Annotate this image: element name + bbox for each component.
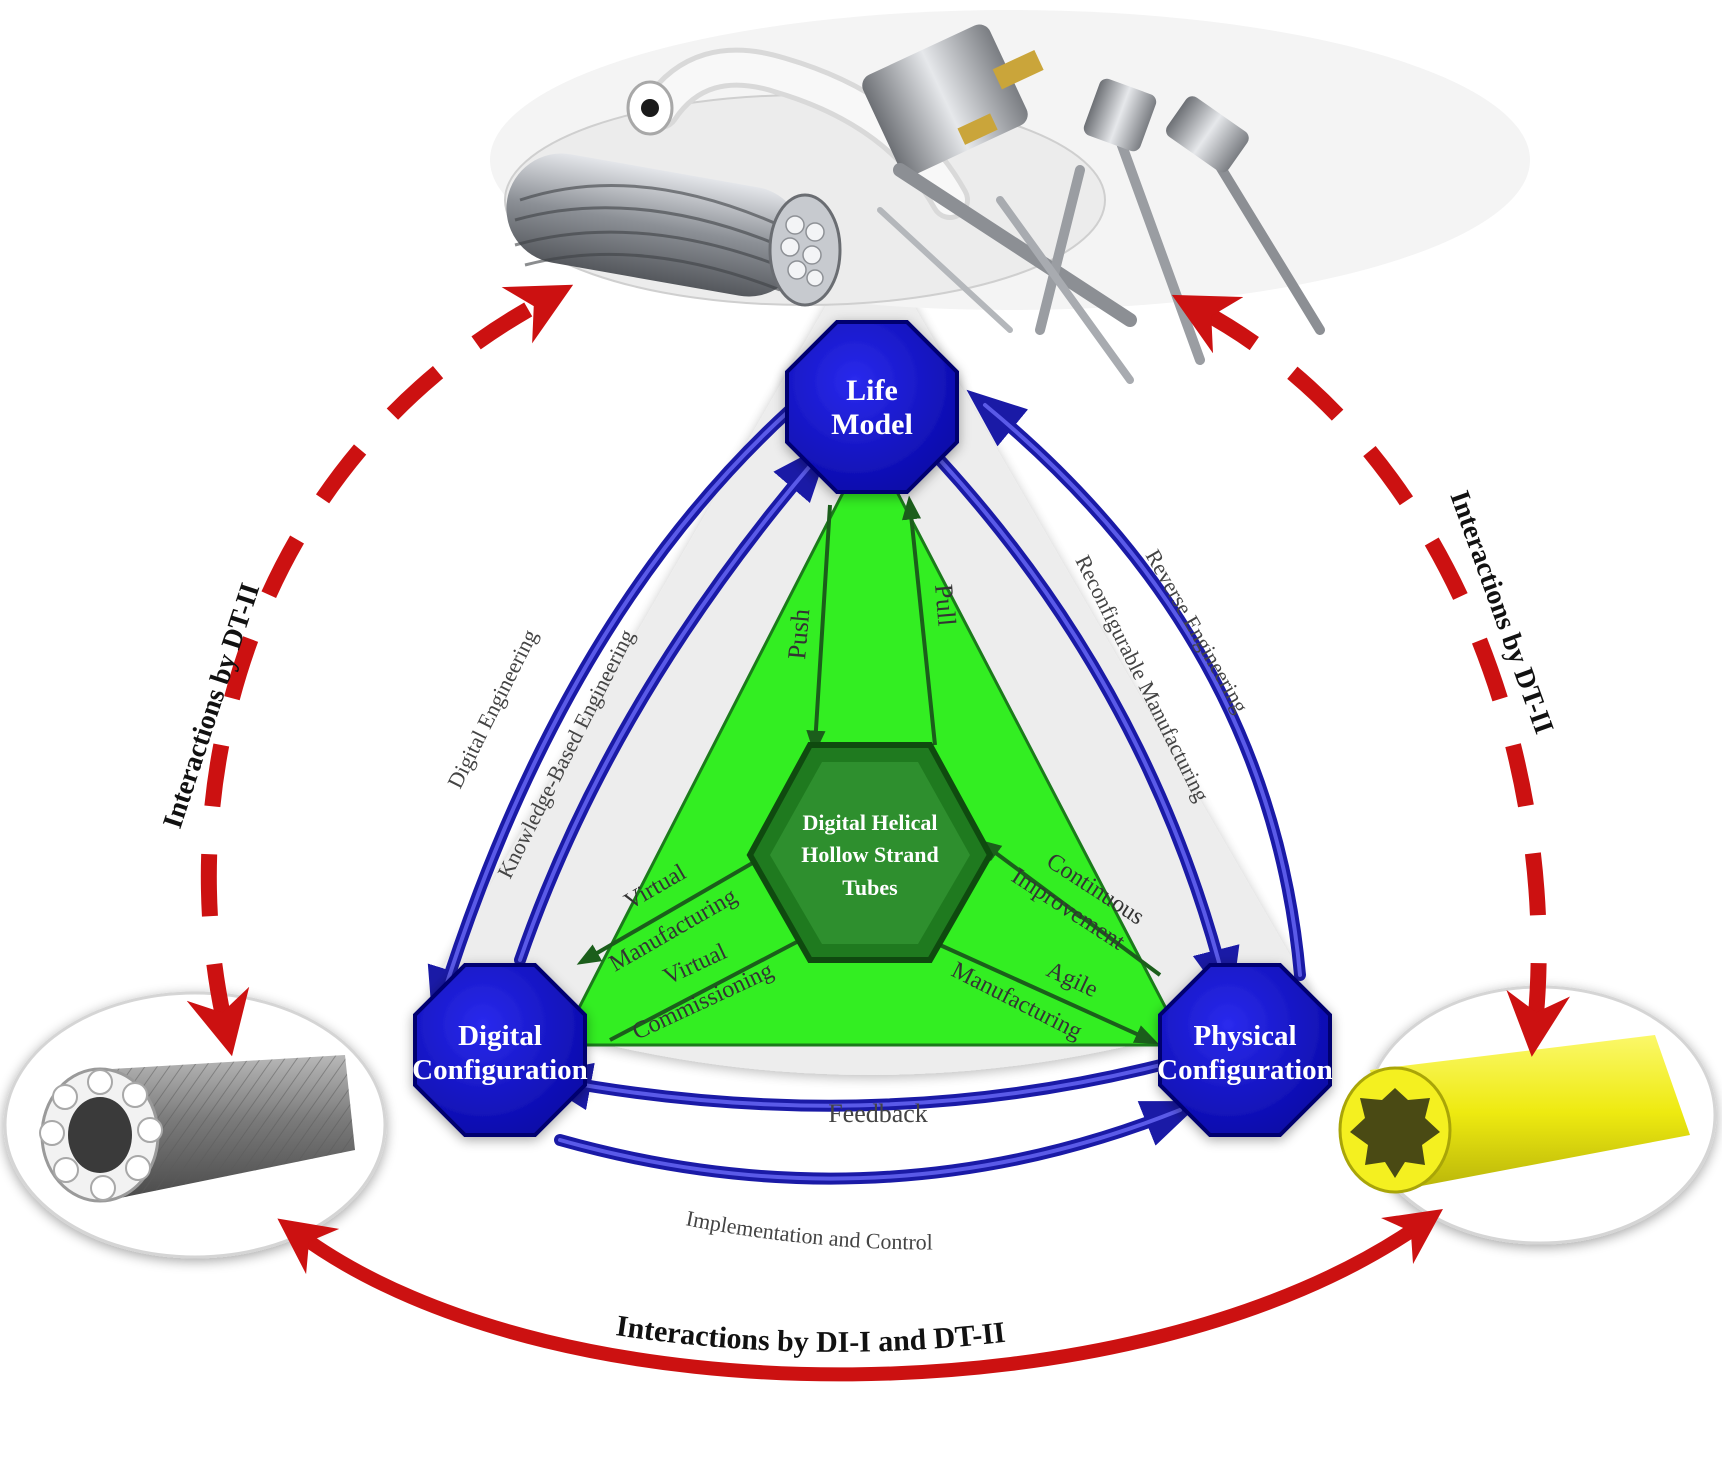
- physical-configuration-label-2: Configuration: [1157, 1054, 1333, 1086]
- pull-line: [901, 495, 937, 746]
- bottom-interaction-arrow: [277, 1209, 1443, 1382]
- right-interaction-arrow: [1171, 294, 1571, 1057]
- physical-configuration-label-1: Physical: [1193, 1020, 1296, 1052]
- physical-configuration-node: [1158, 963, 1332, 1137]
- center-label-1: Digital Helical: [802, 810, 937, 835]
- nodes: [413, 320, 1332, 1137]
- yellow-hollow-tube-image: [1338, 985, 1717, 1245]
- left-interaction-arrow: [186, 284, 574, 1057]
- life-model-label-2: Model: [831, 408, 913, 441]
- push-line: [806, 504, 832, 755]
- svg-text:Interactions by DT-II: Interactions by DT-II: [1443, 487, 1559, 738]
- push-label: Push: [782, 608, 815, 661]
- digital-configuration-node: [413, 963, 587, 1137]
- right-interaction-label: Interactions by DT-II: [1443, 487, 1559, 738]
- virtual-commissioning-line: [609, 930, 819, 1042]
- life-model-label-1: Life: [846, 374, 898, 407]
- digital-configuration-label-1: Digital: [458, 1020, 542, 1052]
- svg-text:Interactions by DI-I and DT-II: Interactions by DI-I and DT-II: [614, 1309, 1007, 1359]
- digital-configuration-label-2: Configuration: [412, 1054, 588, 1086]
- svg-text:Implementation and Control: Implementation and Control: [684, 1205, 933, 1254]
- flow-arrows: [427, 389, 1306, 1185]
- center-label-3: Tubes: [842, 875, 898, 900]
- feedback-label: Feedback: [828, 1099, 928, 1128]
- gray-stranded-tube-image: [3, 991, 387, 1259]
- life-model-node: [785, 320, 959, 494]
- center-label-2: Hollow Strand: [801, 842, 939, 867]
- wire-strand-and-tube-products-image: [490, 10, 1530, 384]
- pull-label: Pull: [929, 583, 962, 627]
- continuous-improvement-line: [977, 839, 1162, 977]
- bottom-interaction-label: Interactions by DI-I and DT-II: [614, 1309, 1007, 1359]
- virtual-manufacturing-line: [576, 848, 777, 965]
- green-triangle: [557, 436, 1188, 1047]
- interaction-arrows: [186, 284, 1571, 1382]
- agile-manufacturing-line: [939, 943, 1159, 1044]
- implementation-and-control-label: Implementation and Control: [684, 1205, 933, 1254]
